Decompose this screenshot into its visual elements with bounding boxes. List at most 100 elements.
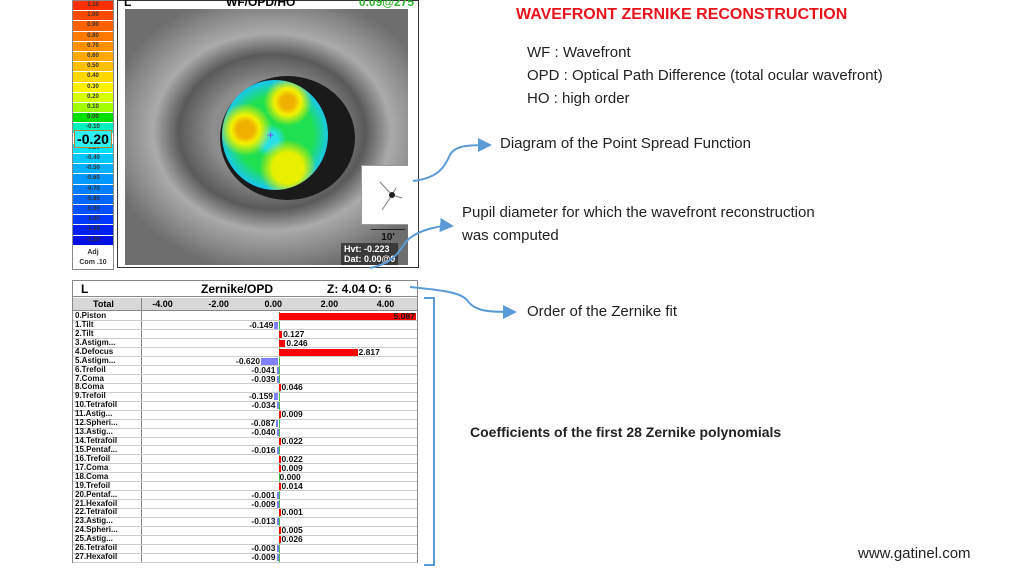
row-divider (73, 499, 417, 500)
map-title: WF/OPD/HO (226, 0, 296, 9)
scale-tick: -1.10 (73, 225, 113, 235)
eye-label: L (124, 0, 132, 9)
x-tick-label: 0.00 (264, 299, 283, 309)
psf-icon (379, 181, 403, 211)
coefficient-bar (278, 464, 281, 472)
com-label: Com .10 (79, 259, 107, 266)
order-annotation: Order of the Zernike fit (527, 303, 678, 320)
wavefront-map (222, 80, 328, 190)
coefficient-value: 0.022 (281, 453, 303, 464)
legend-wf: WF : Wavefront (527, 44, 631, 61)
row-label: 4.Defocus (75, 346, 114, 356)
scale-tick: 0.30 (73, 82, 113, 92)
x-tick-label: 2.00 (320, 299, 339, 309)
footer-url: www.gatinel.com (858, 545, 971, 562)
row-label: 24.Spheri... (75, 525, 118, 535)
psf-scale-bar: 10' (363, 229, 408, 243)
row-divider (73, 472, 417, 474)
coefficient-value: 0.001 (281, 507, 303, 518)
row-divider (73, 525, 417, 527)
coefficient-value: 0.022 (281, 436, 303, 446)
row-divider (73, 391, 417, 393)
coefficient-value: -0.009 (251, 498, 276, 509)
coefficient-value: -0.013 (251, 516, 276, 527)
coefficient-bar (278, 536, 281, 544)
coefficient-bar (276, 518, 279, 526)
psf-thumbnail[interactable] (361, 165, 408, 225)
coefficient-value: -0.087 (250, 418, 276, 429)
row-label: 7.Coma (75, 373, 104, 383)
scale-tick: -0.70 (73, 184, 113, 194)
coefficients-bracket (424, 297, 435, 566)
x-tick-label: -4.00 (152, 299, 173, 309)
row-divider (73, 329, 417, 331)
pupil-arrow (369, 218, 454, 269)
row-label: 17.Coma (75, 462, 109, 472)
scale-tick: -0.40 (73, 154, 113, 164)
zernike-table: L Zernike/OPD Z: 4.04 O: 6 Total -4.00-2… (72, 280, 418, 563)
row-divider (73, 409, 417, 411)
current-scale-value: -0.20 (74, 129, 112, 148)
coefficient-bar (276, 429, 279, 437)
coefficient-bar (278, 438, 281, 445)
coefficient-bar (278, 527, 281, 535)
coefficient-value: -0.016 (251, 444, 276, 455)
eye-label: L (81, 282, 89, 296)
coefficient-value: 0.000 (279, 471, 301, 482)
row-label: 22.Tetrafoil (75, 507, 118, 517)
order-arrow (409, 286, 517, 319)
row-divider (73, 534, 417, 536)
coefficient-bar (274, 321, 279, 329)
scale-tick: 0.60 (73, 52, 113, 62)
coefficient-value: 0.127 (283, 328, 305, 339)
legend-ho: HO : high order (527, 90, 630, 107)
coefficient-bar (278, 330, 283, 338)
scale-tick: -0.10 (73, 123, 113, 133)
coefficient-bar (278, 348, 358, 356)
pupil-annotation-2: was computed (462, 227, 559, 244)
coefficient-bar (276, 402, 279, 410)
coefficient-bar (276, 420, 279, 428)
coefficient-bar (276, 500, 279, 508)
coefficient-value: -0.003 (251, 543, 276, 554)
scale-tick: 0.80 (73, 31, 113, 41)
coefficient-bar (278, 313, 416, 320)
scale-tick: 0.90 (73, 21, 113, 31)
row-divider (73, 418, 417, 420)
coefficient-value: 0.009 (281, 409, 303, 420)
scale-tick: -1.00 (73, 215, 113, 225)
row-divider (73, 490, 417, 492)
row-label: 0.Piston (75, 311, 107, 320)
row-divider (73, 374, 417, 375)
adj-label: Adj (87, 249, 99, 256)
row-label: 9.Trefoil (75, 391, 106, 401)
coefficient-value: -0.001 (251, 489, 276, 500)
row-label: 27.Hexafoil (75, 552, 118, 562)
row-divider (73, 481, 417, 483)
total-header: Total (93, 299, 114, 309)
row-divider (73, 320, 417, 322)
coefficient-value: 0.005 (281, 525, 303, 536)
scale-tick: 0.00 (73, 113, 113, 123)
row-divider (73, 561, 417, 563)
row-label: 15.Pentaf... (75, 444, 118, 454)
row-label: 14.Tetrafoil (75, 436, 118, 445)
coefficient-value: -0.149 (249, 319, 274, 330)
coefficient-value: -0.040 (251, 427, 276, 438)
coefficient-value: -0.041 (251, 364, 276, 375)
coefficient-value: 0.009 (281, 462, 303, 473)
row-divider (73, 463, 417, 465)
coefficient-bar (276, 366, 279, 374)
row-divider (73, 382, 417, 384)
coefficient-value: 0.046 (281, 382, 303, 393)
row-divider (73, 507, 417, 509)
dat-line: Dat: 0.00@0 (344, 254, 396, 264)
x-tick-label: -2.00 (208, 299, 229, 309)
eye-panel-header: L WF/OPD/HO 0.09@275 (118, 0, 418, 9)
